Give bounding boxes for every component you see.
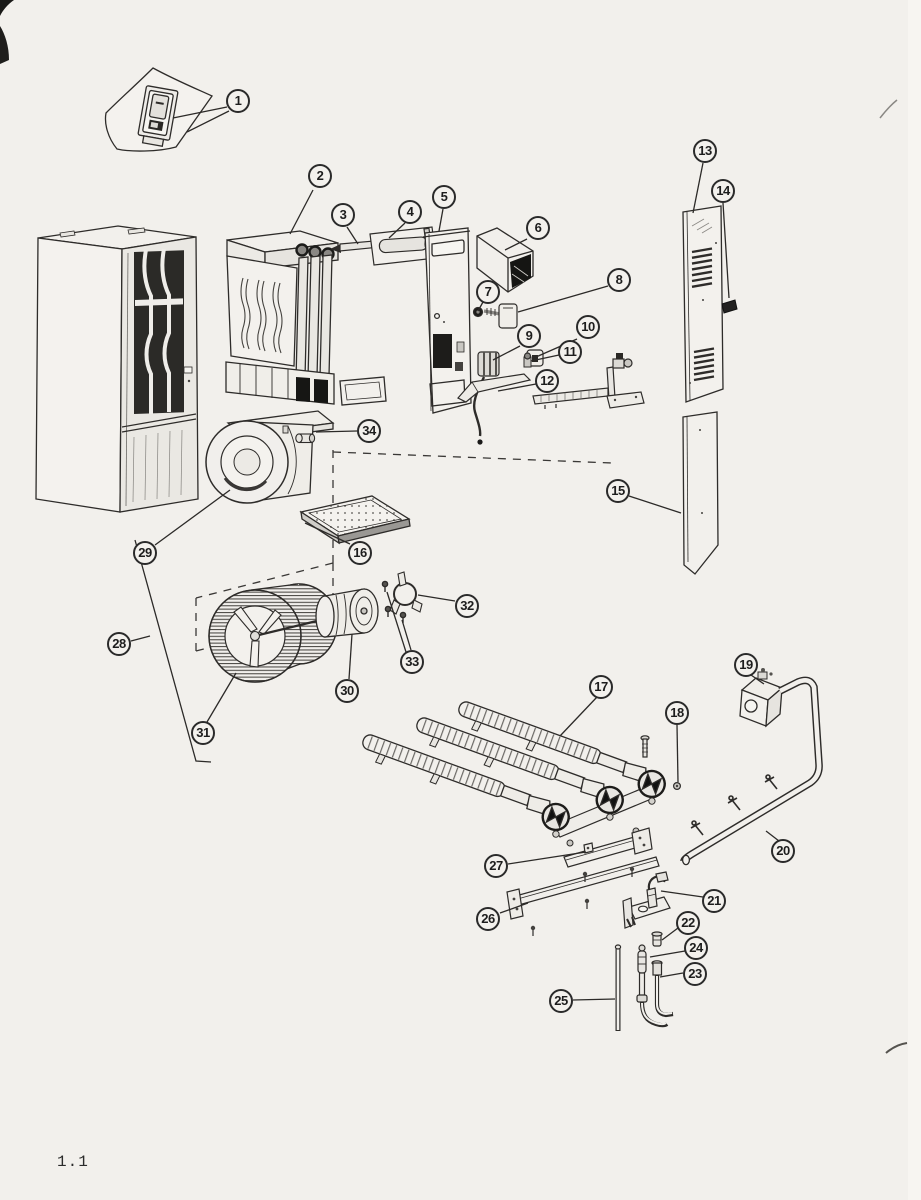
- motor-mount-bracket: [381, 571, 423, 623]
- support-rails: [506, 827, 660, 936]
- callout-6: 6: [526, 216, 550, 240]
- callout-13: 13: [693, 139, 717, 163]
- callout-2: 2: [308, 164, 332, 188]
- switch-plate: [104, 67, 213, 152]
- callout-24: 24: [684, 936, 708, 960]
- main-burners: [362, 701, 666, 847]
- callout-23: 23: [683, 962, 707, 986]
- callout-27: 27: [484, 854, 508, 878]
- callout-30: 30: [335, 679, 359, 703]
- callout-26: 26: [476, 907, 500, 931]
- callout-29: 29: [133, 541, 157, 565]
- callout-12: 12: [535, 369, 559, 393]
- gas-manifold: [680, 676, 823, 866]
- heat-exchanger-assembly: [225, 230, 387, 406]
- assembly-dashed-lines: [195, 450, 613, 652]
- callout-3: 3: [331, 203, 355, 227]
- callout-31: 31: [191, 721, 215, 745]
- callout-17: 17: [589, 675, 613, 699]
- callout-18: 18: [665, 701, 689, 725]
- side-panel: [682, 411, 719, 575]
- draft-hood: [476, 227, 534, 293]
- manifold-spuds: [690, 774, 778, 836]
- callout-34: 34: [357, 419, 381, 443]
- callout-32: 32: [455, 594, 479, 618]
- callout-8: 8: [607, 268, 631, 292]
- blower-wheel: [208, 583, 338, 683]
- callout-25: 25: [549, 989, 573, 1013]
- mount-screws: [381, 580, 407, 623]
- callout-15: 15: [606, 479, 630, 503]
- callout-11: 11: [558, 340, 582, 364]
- air-filter: [299, 495, 411, 545]
- page-number: 1.1: [57, 1153, 89, 1171]
- callout-10: 10: [576, 315, 600, 339]
- callout-20: 20: [771, 839, 795, 863]
- callout-19: 19: [734, 653, 758, 677]
- callout-14: 14: [711, 179, 735, 203]
- bracket-and-pilot-burner: [457, 353, 645, 409]
- callout-33: 33: [400, 650, 424, 674]
- gas-valve: [739, 668, 784, 728]
- furnace-cabinet: [35, 225, 199, 513]
- vestibule-panel: [422, 227, 472, 414]
- thermocouple-and-tubes: [614, 944, 674, 1031]
- callout-21: 21: [702, 889, 726, 913]
- pilot-assembly: [622, 871, 671, 947]
- callout-28: 28: [107, 632, 131, 656]
- burner-screw: [640, 735, 681, 790]
- blower-housing: [205, 410, 335, 504]
- callout-22: 22: [676, 911, 700, 935]
- blower-motor: [258, 588, 379, 638]
- callout-7: 7: [476, 280, 500, 304]
- callout-1: 1: [226, 89, 250, 113]
- louvered-door: [682, 205, 724, 403]
- rail-screws: [530, 866, 635, 936]
- callout-5: 5: [432, 185, 456, 209]
- door-clip: [721, 299, 738, 314]
- callout-4: 4: [398, 200, 422, 224]
- callout-16: 16: [348, 541, 372, 565]
- callout-9: 9: [517, 324, 541, 348]
- rod-and-bracket: [330, 226, 437, 266]
